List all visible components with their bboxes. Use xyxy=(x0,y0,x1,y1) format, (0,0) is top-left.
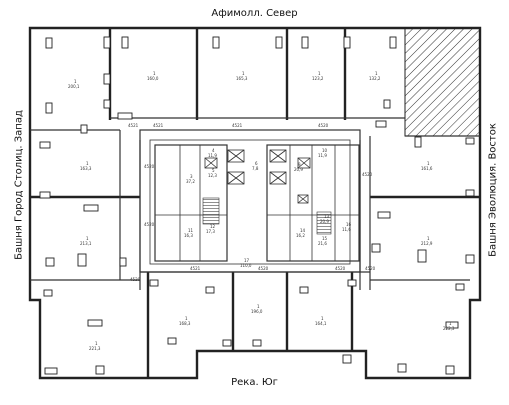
svg-text:4520: 4520 xyxy=(335,266,346,271)
outer-wall xyxy=(28,26,482,380)
svg-text:4521: 4521 xyxy=(190,266,201,271)
svg-text:4520: 4520 xyxy=(365,266,376,271)
columns xyxy=(39,36,475,375)
south-label: Река. Юг xyxy=(231,377,278,388)
svg-text:4521: 4521 xyxy=(128,123,139,128)
dimension-labels: 4521 4521 4520 4520 4520 4520 4521 4520 … xyxy=(128,123,376,282)
north-label: Афимолл. Север xyxy=(211,8,298,19)
svg-text:4521: 4521 xyxy=(153,123,164,128)
svg-text:4521: 4521 xyxy=(232,123,243,128)
svg-text:4520: 4520 xyxy=(258,266,269,271)
svg-text:4520: 4520 xyxy=(144,222,155,227)
svg-text:4520: 4520 xyxy=(130,277,141,282)
core-block xyxy=(154,144,360,262)
south-partitions xyxy=(140,271,370,378)
hatched-area xyxy=(404,27,481,137)
svg-text:4520: 4520 xyxy=(144,164,155,169)
svg-text:4520: 4520 xyxy=(362,172,373,177)
svg-text:4520: 4520 xyxy=(318,123,329,128)
corridor-ring xyxy=(139,129,361,273)
